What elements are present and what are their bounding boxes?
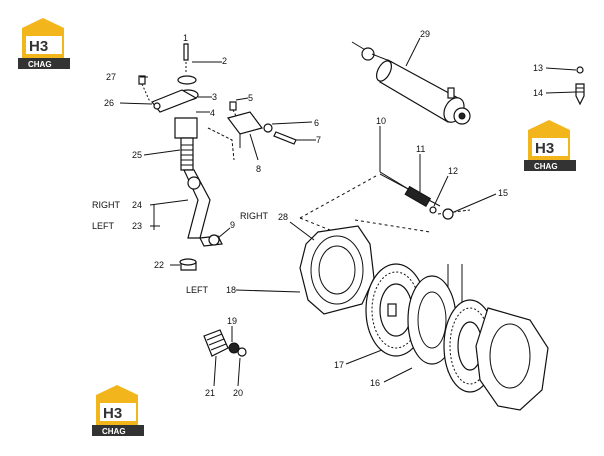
- callout-26: 26: [104, 98, 114, 108]
- callout-15: 15: [498, 188, 508, 198]
- side-label-right-28: RIGHT: [240, 211, 269, 221]
- logo-mark: H3: [103, 405, 122, 422]
- callout-28: 28: [278, 212, 288, 222]
- callout-27: 27: [106, 72, 116, 82]
- logo-text: CHAG: [534, 162, 558, 171]
- rod-adjuster-assembly: [379, 171, 471, 220]
- side-label-left-18: LEFT: [186, 285, 209, 295]
- logo-bottom-left: H3 CHAG: [92, 385, 144, 436]
- callout-11: 11: [416, 144, 425, 154]
- callout-14: 14: [533, 88, 543, 98]
- callout-3: 3: [212, 92, 217, 102]
- callout-9: 9: [230, 220, 235, 230]
- callout-12: 12: [448, 166, 458, 176]
- callout-24: 24: [132, 200, 142, 210]
- callout-29: 29: [420, 29, 430, 39]
- logo-right: H3 CHAG: [524, 120, 576, 171]
- logo-mark: H3: [29, 38, 48, 55]
- side-label-right-24: RIGHT: [92, 200, 121, 210]
- small-bolt-13-14: [575, 66, 585, 106]
- logo-text: CHAG: [102, 427, 126, 436]
- callout-13: 13: [533, 63, 543, 73]
- pedal-linkage-assembly: [138, 43, 297, 271]
- callout-4: 4: [210, 108, 215, 118]
- fitting-19-21: [203, 329, 247, 357]
- side-label-left-23: LEFT: [92, 221, 115, 231]
- cylinder-assembly: [351, 41, 471, 125]
- callout-2: 2: [222, 56, 227, 66]
- leader-lines: [119, 37, 577, 387]
- callout-19: 19: [227, 316, 237, 326]
- callout-22: 22: [154, 260, 164, 270]
- callout-5: 5: [248, 93, 253, 103]
- callout-16: 16: [370, 378, 380, 388]
- logo-top-left: H3 CHAG: [18, 18, 70, 69]
- callout-10: 10: [376, 116, 386, 126]
- logo-mark: H3: [535, 140, 554, 157]
- callout-20: 20: [233, 388, 243, 398]
- callout-8: 8: [256, 164, 261, 174]
- callout-6: 6: [314, 118, 319, 128]
- friction-disc-16: [407, 275, 549, 411]
- logo-text: CHAG: [28, 60, 52, 69]
- callout-21: 21: [205, 388, 215, 398]
- callout-7: 7: [316, 135, 321, 145]
- callout-17: 17: [334, 360, 344, 370]
- callout-1: 1: [183, 33, 188, 43]
- brake-plate-left: [299, 225, 375, 315]
- callout-labels: 1 2 3 4 5 6 7 8 9 10 11 12 13 14 15 16 1…: [92, 29, 543, 398]
- callout-23: 23: [132, 221, 142, 231]
- callout-25: 25: [132, 150, 142, 160]
- callout-18: 18: [226, 285, 236, 295]
